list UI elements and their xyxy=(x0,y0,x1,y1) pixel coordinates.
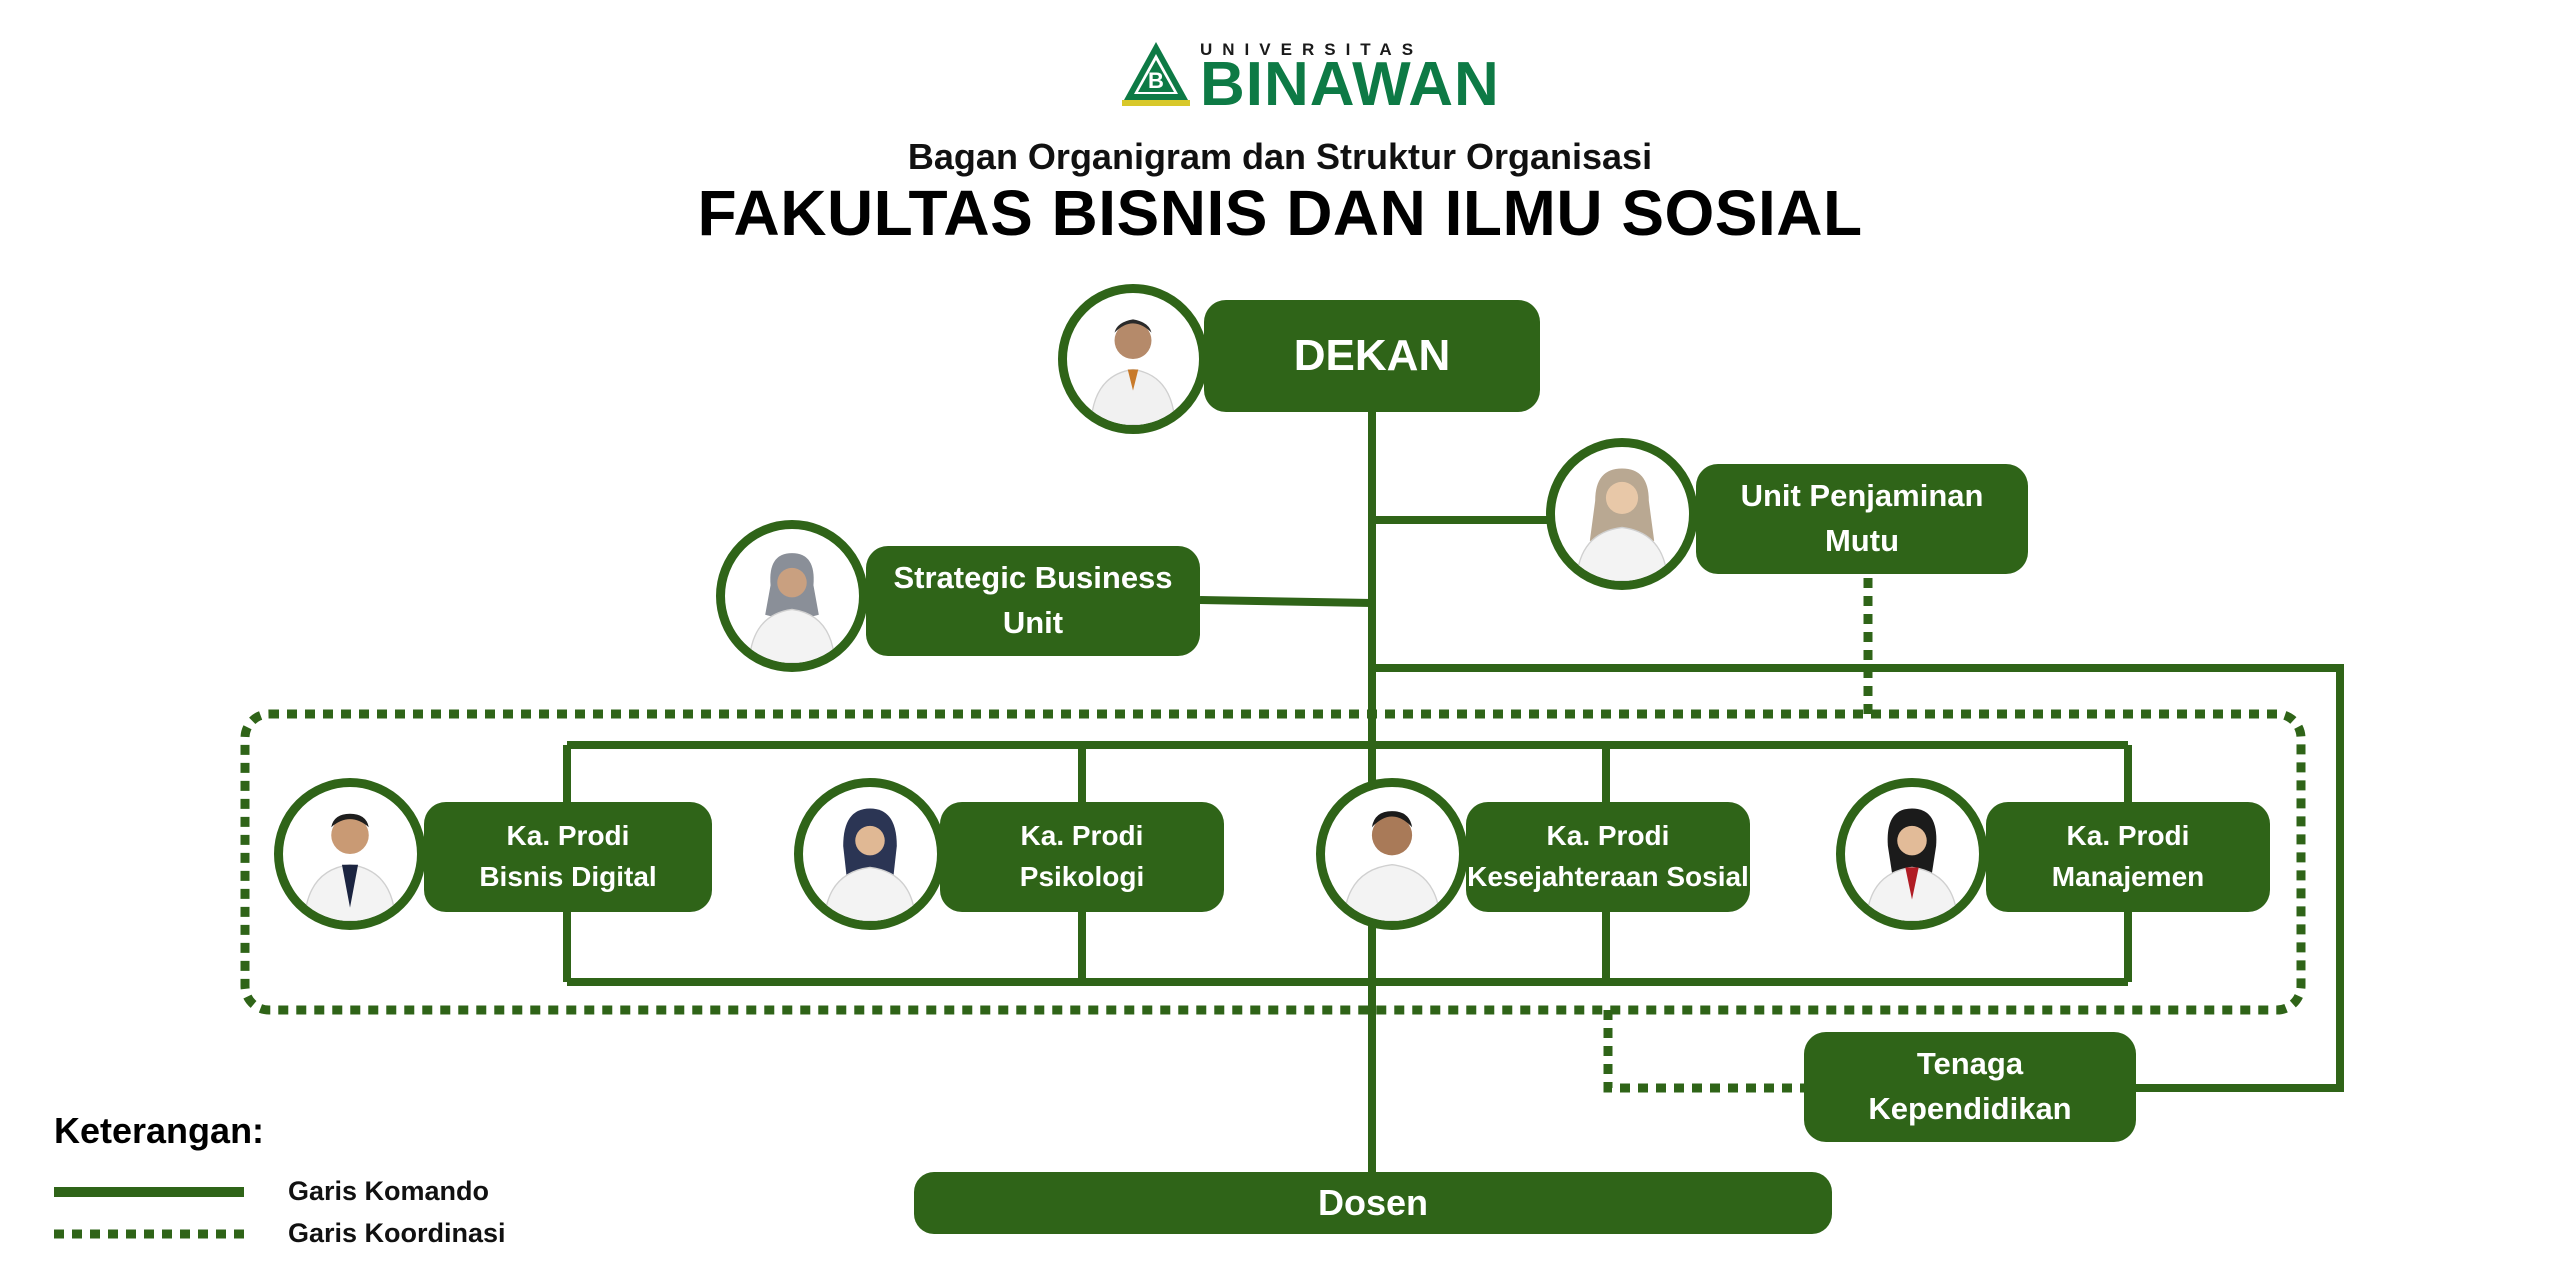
prodi-psikologi-box: Ka. Prodi Psikologi xyxy=(940,802,1224,912)
logo-emblem-letter: B xyxy=(1148,68,1164,93)
prodi-kesejahteraan-sosial-box: Ka. Prodi Kesejahteraan Sosial xyxy=(1466,802,1750,912)
logo-name: BINAWAN xyxy=(1200,50,1500,119)
upm-avatar xyxy=(1546,438,1698,590)
sbu-label: Strategic Business Unit xyxy=(893,560,1173,640)
prodi-manajemen-label: Ka. Prodi Manajemen xyxy=(2051,820,2205,892)
dosen-box: Dosen xyxy=(914,1172,1832,1234)
dosen-label: Dosen xyxy=(1317,1181,1429,1223)
tenaga-kependidikan-box: Tenaga Kependidikan xyxy=(1804,1032,2136,1142)
dekan-label: DEKAN xyxy=(1293,331,1451,381)
prodi-psikologi-avatar xyxy=(794,778,946,930)
person-icon xyxy=(303,813,397,921)
legend-coordination-label: Garis Koordinasi xyxy=(288,1218,506,1248)
legend-command-label: Garis Komando xyxy=(288,1176,490,1206)
person-icon xyxy=(748,553,836,663)
coordination-box-prodi xyxy=(240,709,2306,1015)
page-subtitle: Bagan Organigram dan Struktur Organisasi xyxy=(907,136,1653,177)
logo-emblem-icon: B xyxy=(1122,42,1190,106)
prodi-bisnis-digital-label: Ka. Prodi Bisnis Digital xyxy=(479,820,657,892)
prodi-manajemen-avatar xyxy=(1836,778,1988,930)
tenaga-kependidikan-label: Tenaga Kependidikan xyxy=(1868,1046,2072,1126)
prodi-psikologi-label: Ka. Prodi Psikologi xyxy=(1019,820,1145,892)
person-icon xyxy=(1343,811,1441,921)
sbu-avatar xyxy=(716,520,868,672)
university-logo: B UNIVERSITAS BINAWAN xyxy=(1120,38,1499,116)
legend-title: Keterangan: xyxy=(54,1110,265,1151)
sbu-box: Strategic Business Unit xyxy=(866,546,1200,656)
dekan-avatar xyxy=(1058,284,1208,434)
person-icon xyxy=(1865,808,1959,921)
command-line-sbu xyxy=(1199,596,1373,607)
prodi-bisnis-digital-avatar xyxy=(274,778,426,930)
coordination-line-tenaga xyxy=(1603,1010,1804,1093)
dekan-box: DEKAN xyxy=(1204,300,1540,412)
upm-label: Unit Penjaminan Mutu xyxy=(1740,478,1984,558)
prodi-bisnis-digital-box: Ka. Prodi Bisnis Digital xyxy=(424,802,712,912)
command-line-tenaga-kependidikan xyxy=(1372,664,2344,1092)
person-icon xyxy=(823,808,917,921)
prodi-kesejahteraan-sosial-label: Ka. Prodi Kesejahteraan Sosial xyxy=(1467,820,1749,892)
logo-top-text: UNIVERSITAS xyxy=(1200,40,1424,59)
person-icon xyxy=(1575,468,1669,581)
upm-box: Unit Penjaminan Mutu xyxy=(1696,464,2028,574)
prodi-manajemen-box: Ka. Prodi Manajemen xyxy=(1986,802,2270,912)
page-title: FAKULTAS BISNIS DAN ILMU SOSIAL xyxy=(697,177,1863,249)
person-icon xyxy=(1090,319,1176,425)
prodi-kesejahteraan-sosial-avatar xyxy=(1316,778,1468,930)
